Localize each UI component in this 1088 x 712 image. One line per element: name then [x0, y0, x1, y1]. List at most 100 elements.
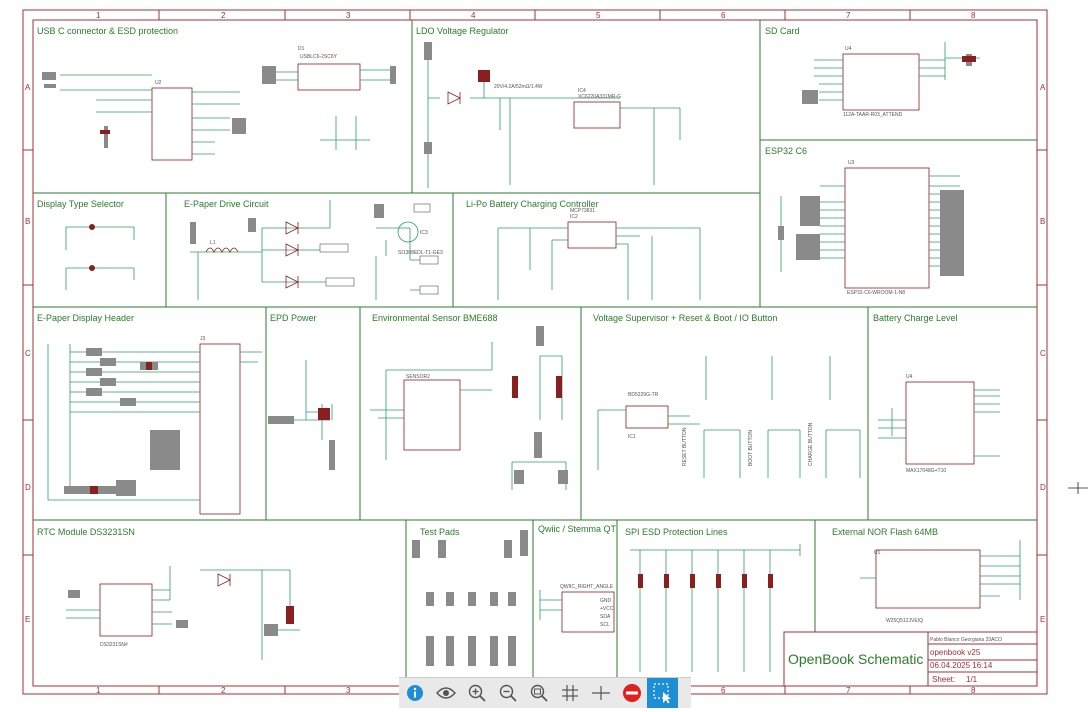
epd-header-caps [64, 348, 180, 496]
epd-drive-graphics[interactable] [190, 200, 420, 300]
esp32-section-graphics[interactable] [780, 167, 960, 289]
ldo-section-graphics[interactable] [427, 58, 681, 188]
section-title-env-sensor: Environmental Sensor BME688 [372, 313, 498, 323]
crosshair-button[interactable] [585, 678, 616, 708]
qwiic-connector-name: QWIIC_RIGHT_ANGLE [560, 584, 614, 590]
zoom-fit-button[interactable] [523, 678, 554, 708]
part-supervisor-name: BD5229G-TR [628, 392, 659, 398]
zoom-in-icon [468, 684, 486, 702]
col-label: 7 [846, 686, 851, 695]
col-label: 8 [971, 686, 976, 695]
section-title-display-selector: Display Type Selector [37, 199, 124, 209]
row-label: D [25, 483, 31, 492]
section-title-test-pads: Test Pads [420, 527, 460, 537]
section-title-epd-header: E-Paper Display Header [37, 313, 134, 323]
row-label: C [25, 349, 31, 358]
title-block-sheet-label: Sheet: [932, 675, 955, 684]
visibility-button[interactable] [430, 678, 461, 708]
col-label: 6 [721, 11, 726, 20]
section-title-flash: External NOR Flash 64MB [832, 527, 938, 537]
title-block-name: OpenBook Schematic [788, 651, 923, 667]
info-button[interactable] [399, 678, 430, 708]
epd-power-parts [268, 408, 335, 470]
part-esd-name: USBLC6-2SC6Y [300, 54, 338, 60]
col-label: 3 [346, 11, 351, 20]
section-title-esp32: ESP32 C6 [765, 146, 807, 156]
col-label: 8 [971, 11, 976, 20]
spi-esd-graphics[interactable] [630, 544, 801, 672]
qwiic-graphics[interactable] [539, 590, 615, 633]
crosshair-icon [591, 686, 610, 700]
col-label: 7 [846, 11, 851, 20]
grid-button[interactable] [554, 678, 585, 708]
battery-level-graphics[interactable] [878, 381, 1000, 465]
esp32-parts [778, 190, 964, 276]
row-markers: A B C D E A B C D E [23, 83, 1047, 624]
zoom-fit-icon [530, 684, 548, 702]
usb-parts [42, 66, 396, 148]
column-markers-top: 1 2 3 4 5 6 7 8 [96, 10, 976, 20]
epd-drive-parts [190, 203, 439, 295]
row-label: A [25, 83, 31, 92]
crosshair-cursor [1068, 482, 1088, 494]
section-title-epd-drive: E-Paper Drive Circuit [184, 199, 269, 209]
boot-button-label: BOOT BUTTON [748, 430, 754, 466]
part-ref-l1: L1 [210, 240, 216, 246]
qwiic-pin: GND [600, 598, 612, 604]
epd-power-graphics[interactable] [290, 360, 333, 440]
col-label: 5 [596, 11, 601, 20]
row-label: E [25, 615, 30, 624]
viewer-toolbar [399, 677, 691, 708]
part-ref-d1: D1 [298, 46, 305, 52]
part-sd-name: 112A-TAAR-R03_ATTEND [843, 112, 903, 118]
reset-button-label: RESET BUTTON [682, 427, 688, 466]
flash-graphics[interactable] [860, 540, 1021, 609]
rtc-parts [68, 590, 294, 636]
lipo-graphics[interactable] [497, 221, 701, 300]
ldo-parts [424, 42, 490, 154]
info-icon [406, 685, 423, 701]
section-title-voltage-supervisor: Voltage Supervisor + Reset & Boot / IO B… [593, 313, 777, 323]
part-ref-u4: U4 [845, 46, 852, 52]
part-ref-u4-gauge: U4 [906, 374, 913, 380]
stop-button[interactable] [616, 678, 647, 708]
col-label: 6 [721, 686, 726, 695]
env-sensor-graphics[interactable] [370, 342, 567, 490]
zoom-in-button[interactable] [461, 678, 492, 708]
sd-section-graphics[interactable] [814, 42, 980, 111]
row-label: E [1040, 615, 1045, 624]
col-label: 1 [96, 11, 101, 20]
section-title-battery-level: Battery Charge Level [873, 313, 958, 323]
rtc-graphics[interactable] [66, 566, 300, 660]
section-title-sd: SD Card [765, 26, 800, 36]
select-icon [652, 683, 671, 704]
part-ldo-name: XC6220A331MR-G [578, 94, 621, 100]
section-dividers [33, 20, 1037, 686]
part-flash-name: W25Q512JVEIQ [886, 618, 923, 624]
vsup-graphics[interactable] [597, 356, 861, 478]
select-button[interactable] [647, 678, 678, 708]
part-ref-j3: J3 [200, 336, 206, 342]
usb-section-graphics[interactable] [60, 63, 392, 161]
part-diode-rating: 20V/4.2A/52mΩ/1.4W [494, 84, 543, 90]
solder-jumper [89, 224, 95, 230]
row-label: D [1040, 483, 1046, 492]
col-label: 2 [221, 11, 226, 20]
title-block-sheet-value: 1/1 [966, 675, 978, 684]
col-label: 4 [471, 11, 476, 20]
col-label: 2 [221, 686, 226, 695]
display-selector-graphics[interactable] [65, 226, 135, 290]
section-title-lipo: Li-Po Battery Charging Controller [466, 199, 599, 209]
zoom-out-button[interactable] [492, 678, 523, 708]
part-gauge-name: MAX17048G+T10 [906, 468, 946, 474]
title-block-date: 06.04.2025 16:14 [930, 661, 993, 670]
stop-icon [622, 684, 641, 702]
part-mosfet-name: SI1308EDL-T1-GE3 [398, 250, 443, 256]
solder-jumper [89, 265, 95, 271]
test-pads[interactable] [412, 530, 528, 666]
part-ref-u1: U1 [874, 550, 881, 556]
title-block-version: openbook v25 [930, 648, 981, 657]
part-ref-ic1: IC1 [628, 434, 636, 440]
row-label: B [1040, 217, 1045, 226]
